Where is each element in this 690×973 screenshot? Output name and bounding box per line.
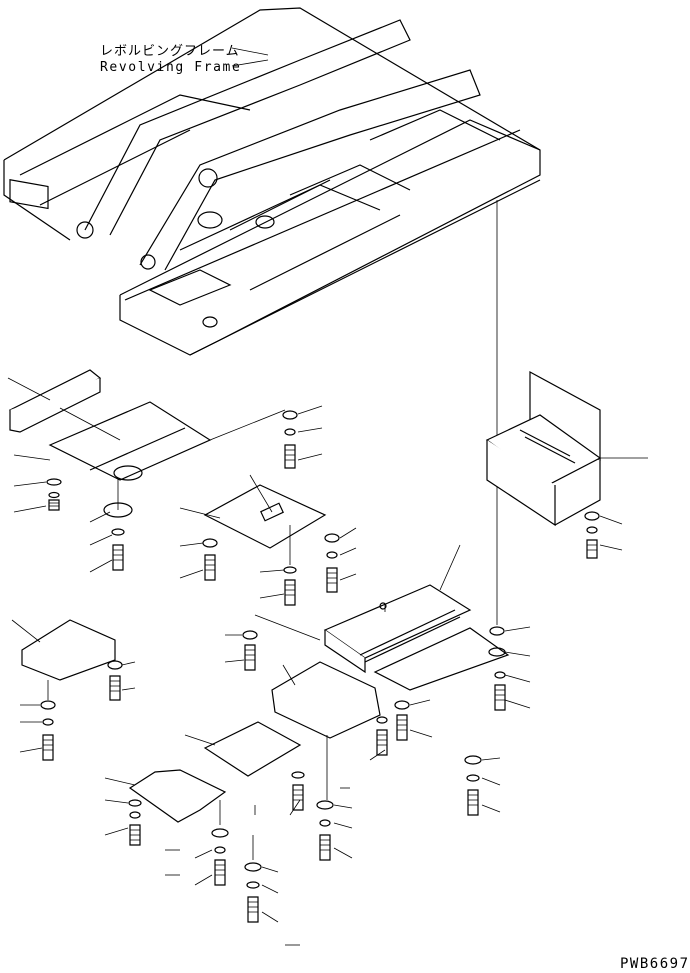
bolt-set-right-lower [464,755,501,816]
bolt-thread-hatching [43,449,597,913]
part-label-japanese: レボルビングフレーム [100,44,240,59]
floor-plate-lower-middle [184,721,305,816]
drawing-code: PWB6697 [620,956,690,972]
floor-plate-center [179,474,357,606]
part-label-english: Revolving Frame [100,60,242,75]
floor-plate-left-lower [11,619,136,761]
floor-plate-mid-right [323,544,531,711]
right-box-cover [485,370,648,559]
bolt-set-middle [224,614,321,671]
floor-plate-large-center [271,661,433,861]
floor-plate-lower-left [104,769,229,886]
floor-plate-upper-left [7,369,286,573]
bolt-set-upper-middle [282,405,323,469]
revolving-frame [3,7,541,356]
bolt-set-bottom-center [244,835,300,946]
